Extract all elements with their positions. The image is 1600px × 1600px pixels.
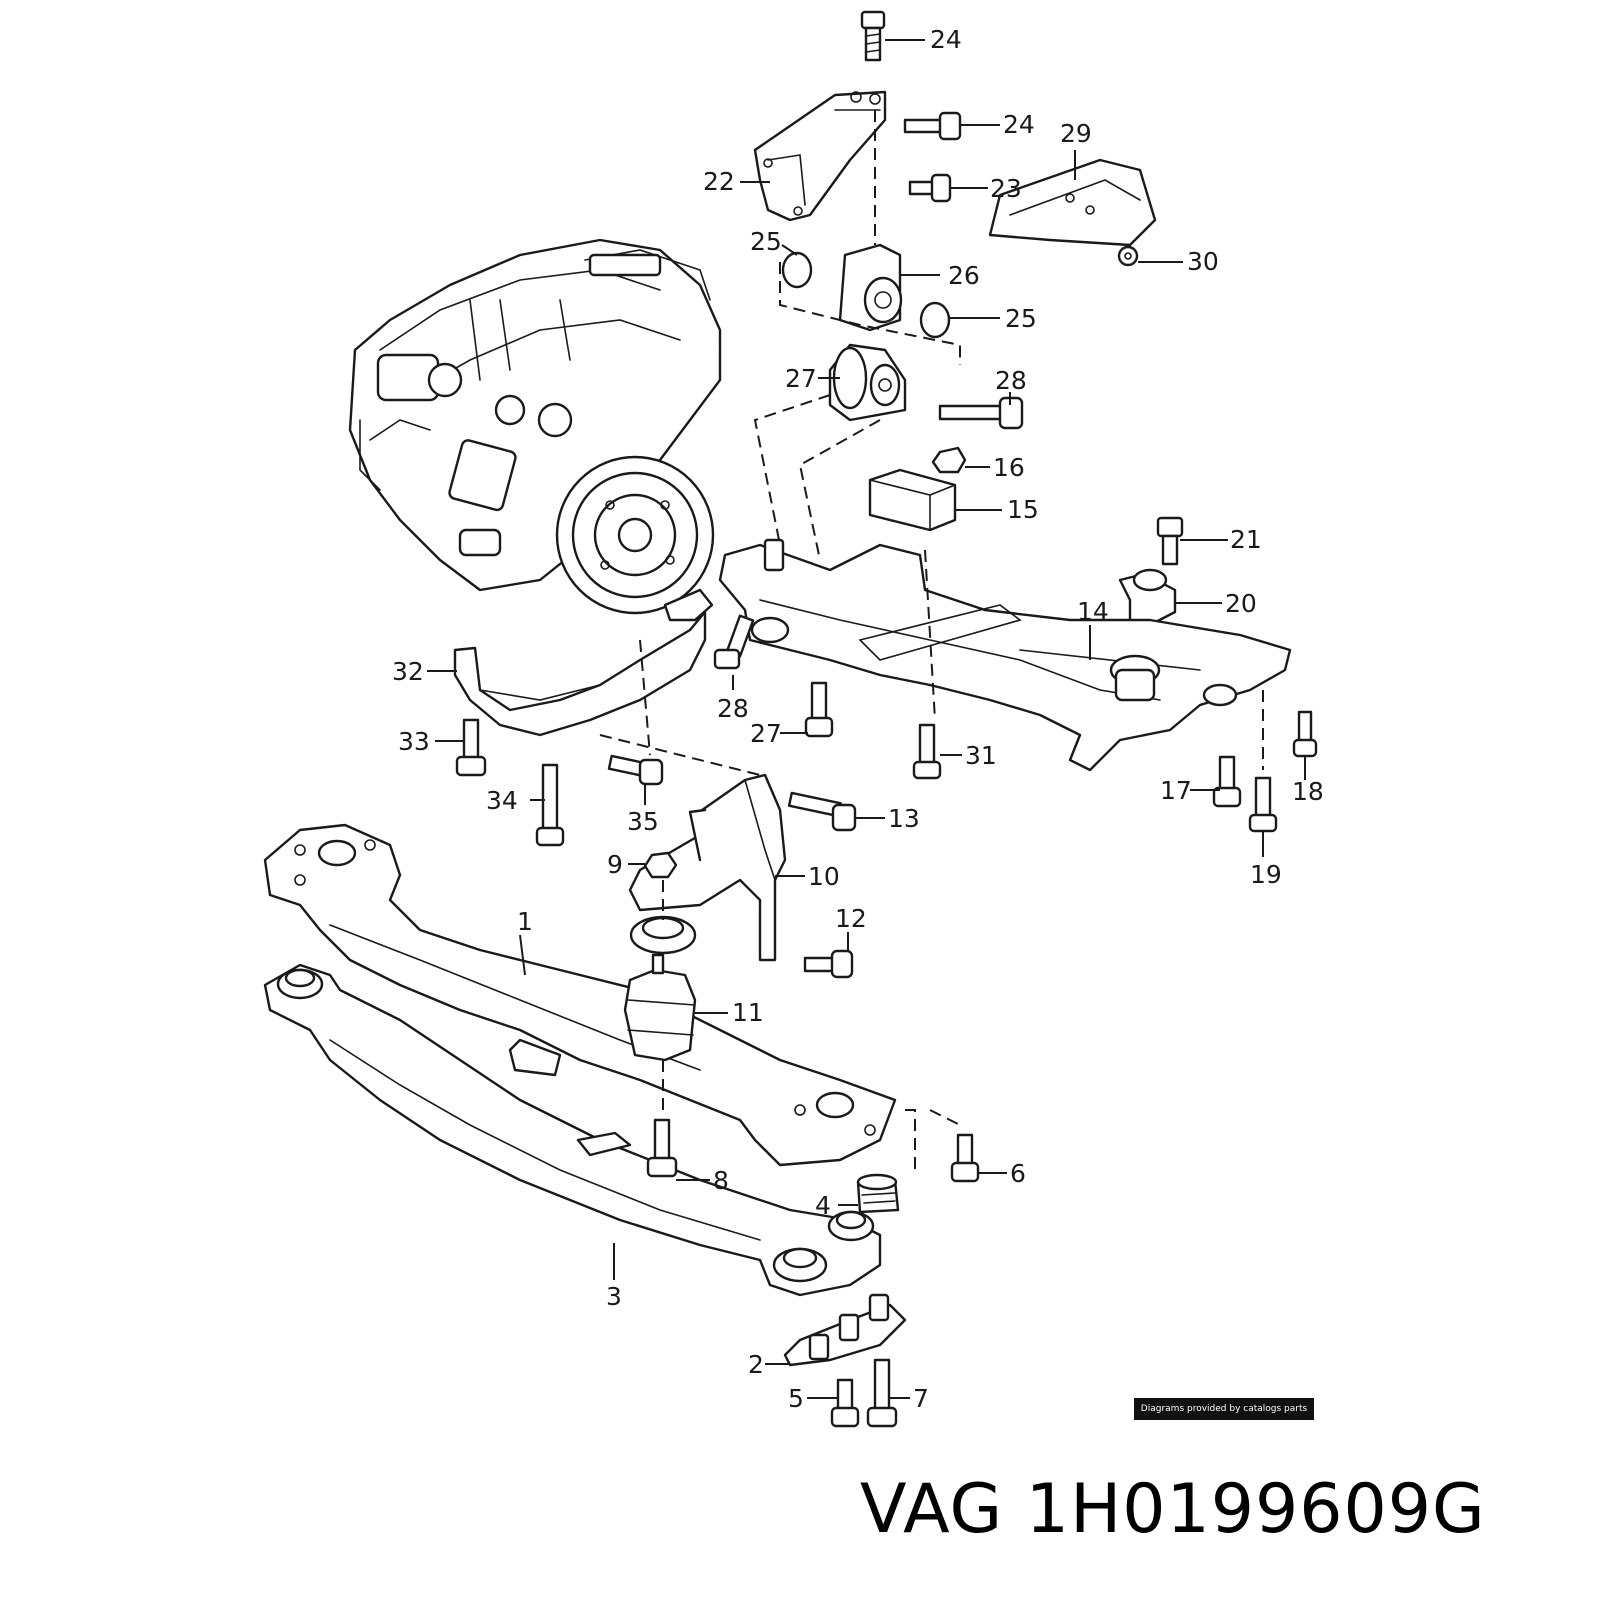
callout-4: 4	[815, 1191, 831, 1220]
callout-29: 27	[750, 719, 782, 748]
upper-mount-assembly	[753, 10, 1157, 561]
callout-17: 17	[1160, 776, 1192, 805]
credit-banner: Diagrams provided by catalogs parts	[1134, 1398, 1314, 1420]
callout-27: 27	[785, 364, 817, 393]
bolt-24-side	[903, 111, 962, 141]
left-bracket-assembly	[453, 588, 761, 847]
callout-31: 29	[1060, 119, 1092, 148]
callout-20: 20	[1225, 589, 1257, 618]
bolt-23	[908, 173, 952, 203]
callout-34: 32	[392, 657, 424, 686]
bolt-28	[938, 396, 1024, 430]
callout-28: 28	[995, 366, 1027, 395]
bolt-24-top	[860, 10, 886, 62]
callout-36: 34	[486, 786, 518, 815]
callout-2: 2	[748, 1350, 764, 1379]
callout-37: 35	[627, 807, 659, 836]
callout-19: 19	[1250, 860, 1282, 889]
callout-12: 12	[835, 904, 867, 933]
callout-21: 21	[1230, 525, 1262, 554]
callout-35: 33	[398, 727, 430, 756]
callout-24-top: 24	[930, 25, 962, 54]
front-mount-assembly	[628, 773, 857, 979]
callout-11: 11	[732, 998, 764, 1027]
callout-22: 22	[703, 167, 735, 196]
callout-32: 30	[1187, 247, 1219, 276]
callout-25-right: 25	[1005, 304, 1037, 333]
front-subframe-assembly	[263, 823, 980, 1428]
callout-1: 1	[517, 907, 533, 936]
rear-subframe-assembly	[713, 446, 1318, 833]
callout-26: 26	[948, 261, 980, 290]
callout-8: 8	[713, 1166, 729, 1195]
callout-9: 9	[607, 850, 623, 879]
callout-23: 23	[990, 174, 1022, 203]
leader-lines	[427, 39, 1306, 1399]
callout-3: 3	[606, 1282, 622, 1311]
callout-15: 15	[1007, 495, 1039, 524]
callout-16: 16	[993, 453, 1025, 482]
callout-24-side: 24	[1003, 110, 1035, 139]
callout-10: 10	[808, 862, 840, 891]
engine-assembly	[348, 238, 722, 615]
callout-25-left: 25	[750, 227, 782, 256]
callout-5: 5	[788, 1384, 804, 1413]
callout-18: 18	[1292, 777, 1324, 806]
callout-13: 13	[888, 804, 920, 833]
callout-6: 6	[1010, 1159, 1026, 1188]
part-number-title: VAG 1H0199609G	[860, 1470, 1486, 1549]
callout-33: 31	[965, 741, 997, 770]
callout-14: 14	[1077, 597, 1109, 626]
callout-30: 28	[717, 694, 749, 723]
callout-7: 7	[913, 1384, 929, 1413]
callout-labels: 24 24 23 22 29 30 25 26 25 27 28 16 15 2…	[392, 25, 1324, 1413]
